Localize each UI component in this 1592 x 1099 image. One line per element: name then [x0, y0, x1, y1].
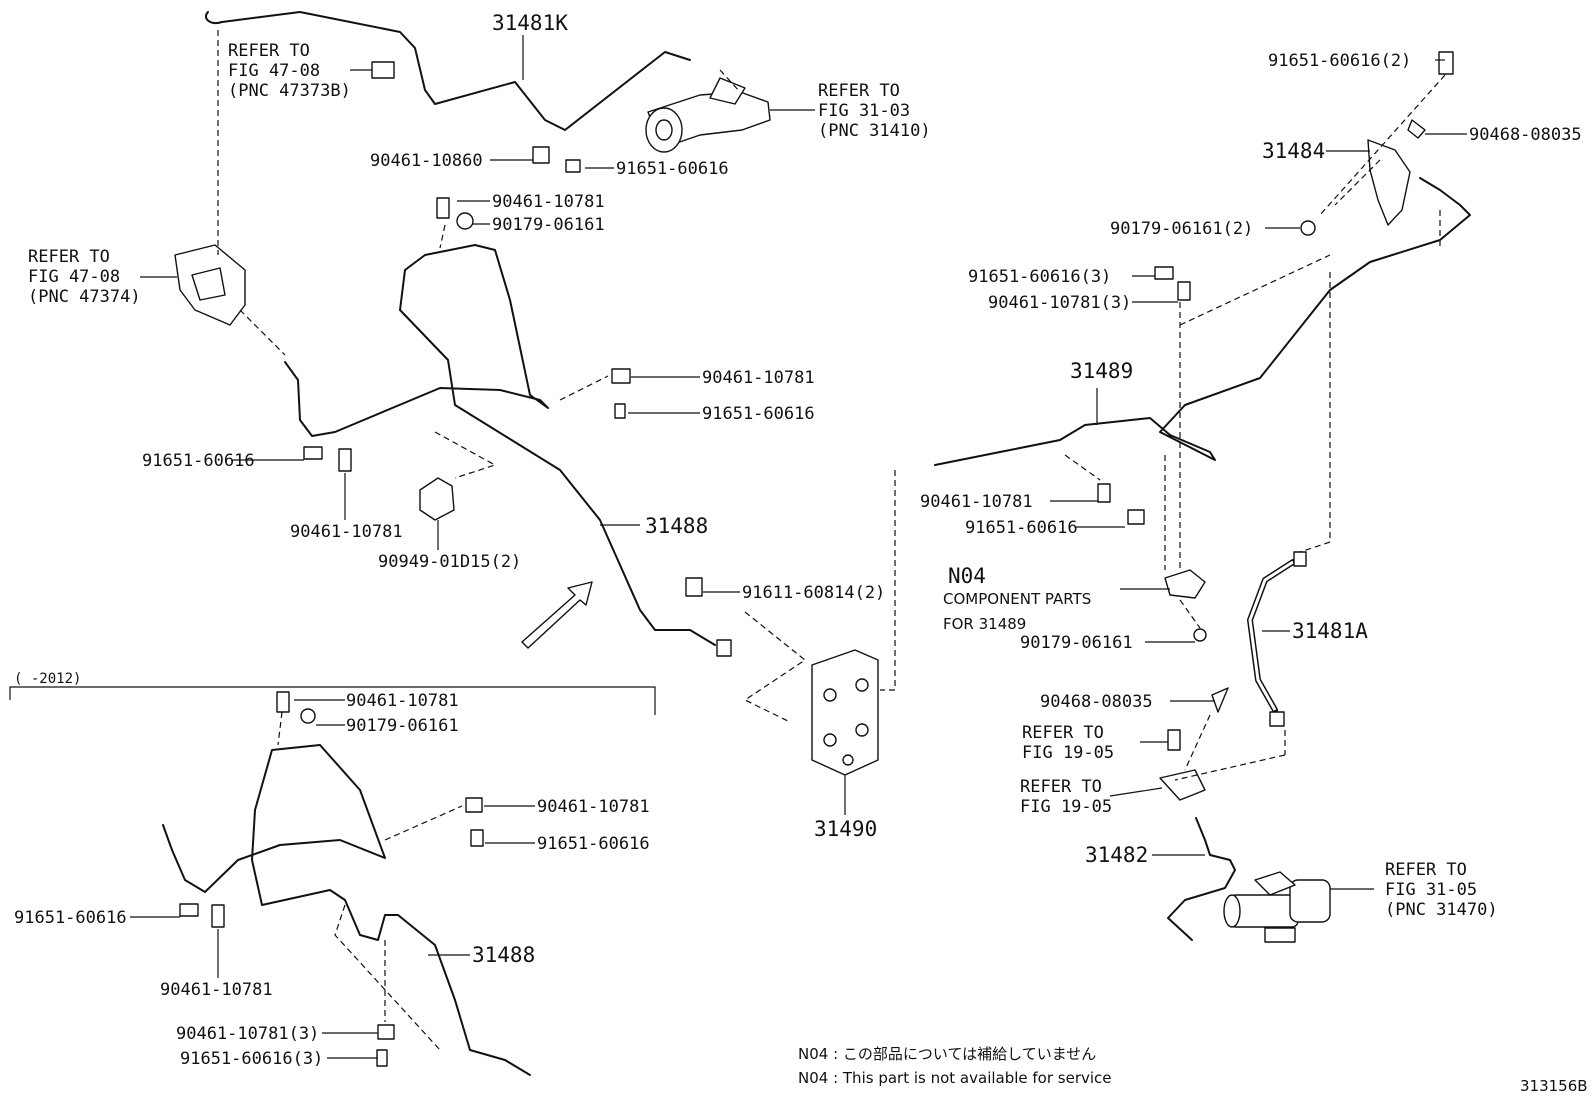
refer-2-line3: (PNC 31410) [818, 121, 931, 141]
label-91651-3: 91651-60616(3) [968, 267, 1111, 287]
label-31488-a: 31488 [645, 514, 708, 538]
refer-5-line1: REFER TO [1020, 777, 1102, 797]
label-90461-a: 90461-10781 [492, 192, 605, 212]
refer-2-line2: FIG 31-03 [818, 101, 910, 121]
master-cylinder [645, 77, 771, 153]
note-jp: N04 : この部品については補給していません [798, 1045, 1096, 1063]
pipe-31481a-hose [1247, 559, 1296, 713]
label-90461-d: 90461-10781 [920, 492, 1033, 512]
refer-6-line1: REFER TO [1385, 860, 1467, 880]
pipe-31481k [204, 11, 691, 131]
release-cylinder [1223, 871, 1331, 943]
n04-code: N04 [948, 564, 986, 588]
pipe-31488-lower [162, 744, 531, 1076]
label-91651-e: 91651-60616 [537, 834, 650, 854]
label-31481k: 31481K [492, 11, 568, 35]
range-label: ( -2012) [14, 671, 81, 687]
label-90461-h: 90461-10781(3) [176, 1024, 319, 1044]
refer-4-line1: REFER TO [1022, 723, 1104, 743]
n04-line2: FOR 31489 [943, 615, 1026, 633]
leader-lines [130, 35, 1467, 1059]
figure-id: 313156B [1520, 1077, 1588, 1095]
label-90179-a: 90179-06161 [492, 215, 605, 235]
refer-5-line2: FIG 19-05 [1020, 797, 1112, 817]
n04-line1: COMPONENT PARTS [943, 590, 1091, 608]
refer-3-line1: REFER TO [28, 247, 110, 267]
dashed-connections [217, 30, 1446, 1051]
label-31482: 31482 [1085, 843, 1148, 867]
part-labels: 31481K 91651-60616(2) 90468-08035 31484 … [14, 11, 1582, 1069]
label-91651-d: 91651-60616 [965, 518, 1078, 538]
n04-callout: N04 COMPONENT PARTS FOR 31489 [943, 564, 1091, 633]
note-en: N04 : This part is not available for ser… [798, 1069, 1112, 1087]
refer-6-line3: (PNC 31470) [1385, 900, 1498, 920]
label-90468-a: 90468-08035 [1469, 125, 1582, 145]
label-91651-top-right: 91651-60616(2) [1268, 51, 1411, 71]
pipe-31488-upper [284, 244, 716, 646]
pipe-31489 [934, 177, 1471, 466]
refer-1-line3: (PNC 47373B) [228, 81, 351, 101]
refer-4-line2: FIG 19-05 [1022, 743, 1114, 763]
clamp-90949 [419, 477, 455, 521]
label-90461-10860: 90461-10860 [370, 151, 483, 171]
label-91651-b: 91651-60616 [702, 404, 815, 424]
direction-arrow [521, 581, 593, 649]
range-bracket [9, 686, 656, 715]
bracket-31490 [811, 649, 879, 776]
refer-to-labels: REFER TO FIG 47-08 (PNC 47373B) REFER TO… [28, 41, 1498, 920]
label-31484: 31484 [1262, 139, 1325, 163]
refer-2-line1: REFER TO [818, 81, 900, 101]
label-90179-2: 90179-06161(2) [1110, 219, 1253, 239]
label-31488-b: 31488 [472, 943, 535, 967]
label-90179-b: 90179-06161 [1020, 633, 1133, 653]
label-90461-e: 90461-10781 [346, 691, 459, 711]
label-90949: 90949-01D15(2) [378, 552, 521, 572]
label-91651-f: 91651-60616 [14, 908, 127, 928]
refer-bracket-47374 [174, 244, 246, 326]
label-90461-b: 90461-10781 [702, 368, 815, 388]
label-90461-c: 90461-10781 [290, 522, 403, 542]
bracket-31484 [1367, 139, 1411, 226]
label-90468-b: 90468-08035 [1040, 692, 1153, 712]
refer-1-line2: FIG 47-08 [228, 61, 320, 81]
label-91651-a: 91651-60616 [616, 159, 729, 179]
refer-6-line2: FIG 31-05 [1385, 880, 1477, 900]
refer-3-line3: (PNC 47374) [28, 287, 141, 307]
label-90461-f: 90461-10781 [537, 797, 650, 817]
label-90461-g: 90461-10781 [160, 980, 273, 1000]
footnotes: N04 : この部品については補給していません N04 : This part … [798, 1045, 1112, 1087]
label-90461-3: 90461-10781(3) [988, 293, 1131, 313]
refer-3-line2: FIG 47-08 [28, 267, 120, 287]
label-91651-c: 91651-60616 [142, 451, 255, 471]
small-parts [179, 51, 1454, 1067]
refer-1-line1: REFER TO [228, 41, 310, 61]
pipe-31482 [1167, 817, 1236, 941]
label-31481a: 31481A [1292, 619, 1368, 643]
label-91651-g: 91651-60616(3) [180, 1049, 323, 1069]
label-31490: 31490 [814, 817, 877, 841]
label-90179-c: 90179-06161 [346, 716, 459, 736]
label-31489: 31489 [1070, 359, 1133, 383]
label-91611: 91611-60814(2) [742, 583, 885, 603]
